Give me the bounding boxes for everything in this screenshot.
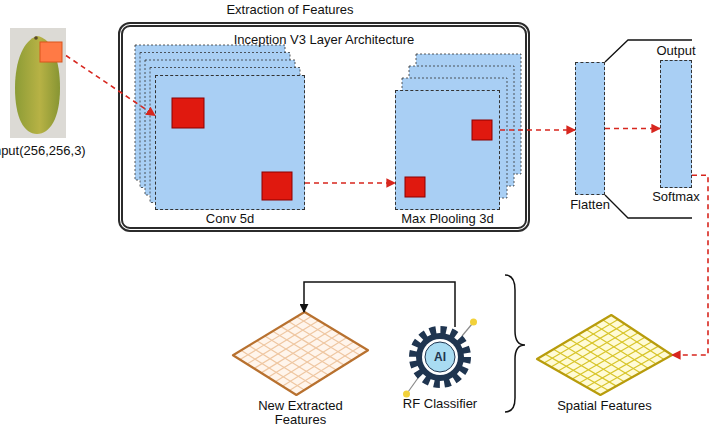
node-sublabel: Softmax: [636, 190, 712, 204]
gear-teeth: [413, 330, 467, 384]
grid-line: [579, 342, 651, 383]
flow-arrow: [500, 129, 575, 131]
classifier-gear: AIRF Classifier: [410, 327, 470, 387]
grid-line: [289, 322, 352, 361]
node-label: Conv 5d: [170, 212, 290, 226]
node-label: Input(256,256,3): [0, 144, 98, 158]
gear-stalk: [462, 324, 472, 336]
inception-group: Inception V3 Layer ArchitectureConv 5d Ma…: [118, 22, 530, 232]
grid-line: [595, 325, 656, 364]
feature-diamond: New Extracted Features: [233, 312, 368, 395]
output-layer: OutputSoftmax: [660, 60, 692, 188]
gear-stalk: [408, 378, 418, 392]
node-sublabel: RF Classifier: [380, 397, 500, 411]
kernel-patch: [262, 172, 292, 200]
conv-stack: Conv 5d: [155, 75, 305, 210]
gear-dot: [470, 319, 477, 326]
feature-diamond: Spatial Features: [537, 315, 672, 395]
input-image-node: Input(256,256,3): [10, 28, 66, 138]
input-patch: [40, 42, 62, 62]
mango-stem: [34, 36, 38, 40]
diamond-border: [233, 312, 368, 395]
flatten-layer: Flatten: [575, 62, 605, 195]
diamond-border: [537, 315, 672, 395]
pool-patch: [405, 177, 425, 197]
grid-line: [603, 320, 664, 360]
node-label: Max Plooling 3d: [378, 212, 518, 226]
grid-line: [275, 337, 347, 381]
flow-arrow: [672, 175, 708, 355]
diamond-fill: [233, 312, 368, 395]
grid-line: [593, 351, 665, 391]
grid-line: [289, 346, 361, 391]
grid-line: [254, 325, 326, 369]
flow-arrow: [605, 128, 660, 130]
diamond-outline: [537, 315, 672, 395]
flow-arrow: [304, 282, 455, 327]
curly-brace: [505, 275, 525, 412]
node-label: New Extracted Features: [246, 399, 356, 427]
photo-background: [10, 28, 66, 138]
pooling-stack: Max Plooling 3d: [395, 90, 500, 210]
node-label: AI: [420, 350, 460, 364]
kernel-patch: [172, 98, 204, 128]
gear-body: [416, 333, 464, 381]
node-label: Inception V3 Layer Architecture: [174, 33, 474, 47]
diagram-title: Extraction of Features: [190, 2, 390, 17]
diamond-outline: [233, 312, 368, 395]
node-label: Flatten: [550, 198, 630, 212]
pool-patch: [472, 120, 492, 140]
diamond-fill: [537, 315, 672, 395]
grid-line: [282, 342, 354, 386]
flow-arrow: [66, 56, 155, 116]
node-label: Spatial Features: [535, 399, 675, 413]
node-label: Output: [636, 44, 712, 58]
grid-line: [297, 317, 360, 355]
flow-arrow: [305, 182, 395, 184]
grid-line: [586, 346, 658, 387]
